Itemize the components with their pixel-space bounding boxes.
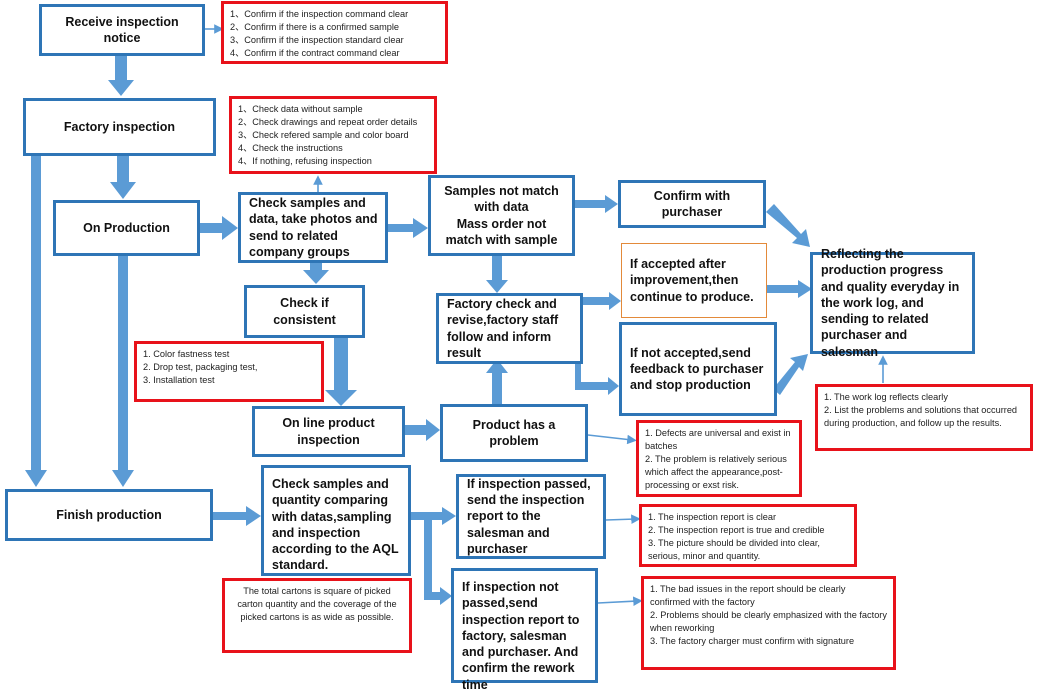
arrow-check-to-notmatch	[387, 218, 428, 238]
note-cartons: The total cartons is square of picked ca…	[222, 578, 412, 653]
arrow-to-defects-note	[587, 434, 637, 445]
note-line: 2、Confirm if there is a confirmed sample	[230, 22, 400, 33]
note-line: 4、Confirm if the contract command clear	[230, 48, 400, 59]
note-line: 1. The work log reflects clearly	[824, 392, 948, 402]
box-reflecting: Reflecting the production progress and q…	[810, 247, 975, 359]
box-product-problem: Product has a problem	[440, 404, 588, 462]
arrow-factory-to-production	[110, 156, 136, 199]
note-line: 2. Problems should be clearly emphasized…	[650, 610, 887, 634]
note-tests: 1. Color fastness test 2. Drop test, pac…	[134, 341, 324, 402]
note-line: 4、Check the instructions	[238, 143, 343, 154]
box-check-quantity: Check samples and quantity comparing wit…	[261, 465, 411, 576]
box-check-consistent: Check if consistent	[244, 285, 365, 338]
box-factory-check: Factory check and revise,factory staff f…	[436, 293, 583, 364]
note-line: 1. Color fastness test	[143, 349, 230, 359]
arrow-checkqty-to-passed	[410, 507, 456, 525]
box-factory-inspection: Factory inspection	[23, 98, 216, 156]
note-worklog: 1. The work log reflects clearly 2. List…	[815, 384, 1033, 451]
arrow-production-to-check	[200, 216, 238, 240]
box-finish-production: Finish production	[5, 489, 213, 541]
box-accepted: If accepted after improvement,then conti…	[621, 243, 767, 318]
box-check-samples: Check samples and data, take photos and …	[238, 192, 388, 263]
note-line: 3. The picture should be divided into cl…	[648, 538, 820, 562]
note-factory: 1、Check data without sample 2、Check draw…	[229, 96, 437, 174]
arrow-factorycheck-to-notaccepted	[575, 356, 619, 395]
note-line: 1. The inspection report is clear	[648, 512, 777, 522]
note-line: 1、Check data without sample	[238, 104, 363, 114]
note-rework: 1. The bad issues in the report should b…	[641, 576, 896, 670]
box-not-match: Samples not match with data Mass order n…	[428, 175, 575, 256]
box-receive-notice: Receive inspection notice	[39, 4, 205, 56]
arrow-factorycheck-to-accepted	[583, 292, 621, 310]
arrow-to-report-note	[605, 514, 641, 524]
arrow-confirm-to-reflecting	[766, 204, 810, 247]
note-line: 3、Confirm if the inspection standard cle…	[230, 35, 404, 46]
note-line: 1、Confirm if the inspection command clea…	[230, 9, 409, 19]
arrow-notaccepted-to-reflecting	[773, 354, 808, 395]
note-line: 4、If nothing, refusing inspection	[238, 156, 372, 167]
note-line: 3. Installation test	[143, 375, 215, 386]
note-line: 3、Check refered sample and color board	[238, 130, 409, 141]
box-online-inspection: On line product inspection	[252, 406, 405, 457]
arrow-notmatch-to-confirm	[575, 195, 618, 213]
box-confirm-purchaser: Confirm with purchaser	[618, 180, 766, 228]
note-line: 1. The bad issues in the report should b…	[650, 584, 846, 608]
note-line: 2. List the problems and solutions that …	[824, 405, 1018, 429]
arrow-checkqty-to-notpassed	[424, 516, 452, 605]
arrow-receive-to-factory	[108, 56, 134, 96]
box-not-accepted: If not accepted,send feedback to purchas…	[619, 322, 777, 416]
arrow-factory-to-finish	[25, 156, 47, 487]
note-line: 3. The factory charger must confirm with…	[650, 636, 855, 647]
note-defects: 1. Defects are universal and exist in ba…	[636, 420, 802, 497]
note-line: 2、Check drawings and repeat order detail…	[238, 117, 418, 128]
box-inspection-passed: If inspection passed, send the inspectio…	[456, 474, 606, 559]
note-line: 2. Drop test, packaging test,	[143, 362, 258, 373]
note-line: 2. The problem is relatively serious whi…	[645, 454, 787, 491]
arrow-notmatch-to-factorycheck	[486, 256, 508, 293]
arrow-problem-to-factorycheck	[486, 359, 508, 404]
arrow-online-to-problem	[405, 419, 440, 441]
box-on-production: On Production	[53, 200, 200, 256]
box-inspection-not-passed: If inspection not passed,send inspection…	[451, 568, 598, 692]
arrow-check-to-consistent	[303, 262, 329, 284]
note-line: 1. Defects are universal and exist in ba…	[645, 428, 791, 452]
arrow-consistent-to-online	[325, 338, 357, 406]
note-line: The total cartons is square of picked ca…	[237, 586, 397, 623]
arrow-production-to-finish	[112, 256, 134, 487]
note-line: 2. The inspection report is true and cre…	[648, 525, 825, 536]
arrow-to-rework-note	[597, 596, 643, 607]
note-receive: 1、Confirm if the inspection command clea…	[221, 1, 448, 64]
arrow-accepted-to-reflecting	[767, 280, 812, 298]
arrow-finish-to-checkqty	[213, 506, 261, 526]
note-report: 1. The inspection report is clear 2. The…	[639, 504, 857, 567]
